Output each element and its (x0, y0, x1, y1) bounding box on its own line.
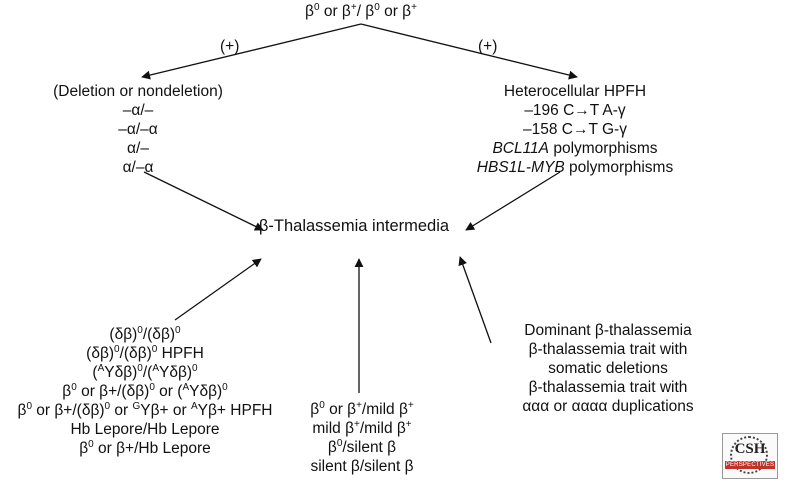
gamma-line: BCL11A polymorphisms (492, 140, 658, 157)
left-bottom-line: Hb Lepore/Hb Lepore (70, 421, 220, 438)
left-bottom-line: β0 or β+/Hb Lepore (79, 439, 211, 458)
alpha-line: α/–α (122, 159, 154, 176)
alpha-line: –α/– (122, 102, 154, 119)
middle-bottom-line: β0/silent β (327, 438, 397, 457)
gamma-line: –158 C→T G-γ (523, 121, 627, 138)
left-bottom-line: (δβ)0/(δβ)0 HPFH (86, 344, 204, 363)
gamma-modifier-box: Heterocellular HPFH –196 C→T A-γ –158 C→… (450, 82, 700, 177)
logo-seal-icon (730, 436, 768, 474)
plus-label-right: (+) (478, 38, 498, 55)
arrow-gamma-to-center (465, 171, 561, 231)
alpha-line: α/– (127, 140, 149, 157)
middle-bottom-line: silent β/silent β (310, 458, 414, 475)
left-bottom-line: (AYδβ)0/(AYδβ)0 (92, 363, 198, 382)
csh-perspectives-logo: CSH PERSPECTIVES (722, 433, 778, 479)
plus-label-left: (+) (220, 38, 240, 55)
arrow-top-to-alpha (141, 23, 362, 80)
right-bottom-line: β-thalassemia trait with (528, 341, 688, 358)
middle-bottom-box: β0 or β+/mild β+ mild β+/mild β+ β0/sile… (290, 400, 434, 476)
middle-bottom-line: mild β+/mild β+ (312, 419, 412, 438)
left-bottom-line: β0 or β+/(δβ)0 or GYβ+ or AYβ+ HPFH (17, 401, 273, 420)
middle-bottom-line: β0 or β+/mild β+ (310, 400, 414, 419)
logo-mark: CSH (734, 441, 766, 457)
top-genotype: β0 or β+/ β0 or β+ (305, 2, 417, 21)
alpha-line: (Deletion or nondeletion) (53, 83, 223, 100)
left-bottom-line: β0 or β+/(δβ)0 or (AYδβ)0 (62, 382, 228, 401)
right-bottom-line: ααα or αααα duplications (522, 398, 694, 415)
right-bottom-line: somatic deletions (548, 360, 668, 377)
arrow-left-to-center (174, 258, 262, 321)
right-bottom-line: β-thalassemia trait with (528, 379, 688, 396)
right-bottom-box: Dominant β-thalassemia β-thalassemia tra… (490, 321, 726, 416)
gamma-line: Heterocellular HPFH (503, 83, 647, 100)
center-label: β-Thalassemia intermedia (258, 217, 450, 235)
gamma-line: –196 C→T A-γ (524, 102, 626, 119)
arrow-top-to-gamma (360, 23, 578, 80)
gamma-line: HBS1L-MYB polymorphisms (476, 159, 674, 176)
left-bottom-line: (δβ)0/(δβ)0 (109, 325, 181, 344)
arrow-right-to-center (458, 256, 492, 344)
logo-band: PERSPECTIVES (725, 461, 775, 469)
right-bottom-line: Dominant β-thalassemia (524, 322, 692, 339)
arrow-alpha-to-center (143, 171, 264, 231)
alpha-line: –α/–α (118, 121, 158, 138)
left-bottom-box: (δβ)0/(δβ)0 (δβ)0/(δβ)0 HPFH (AYδβ)0/(AY… (0, 325, 290, 458)
alpha-genotype-box: (Deletion or nondeletion) –α/– –α/–α α/–… (20, 82, 256, 177)
